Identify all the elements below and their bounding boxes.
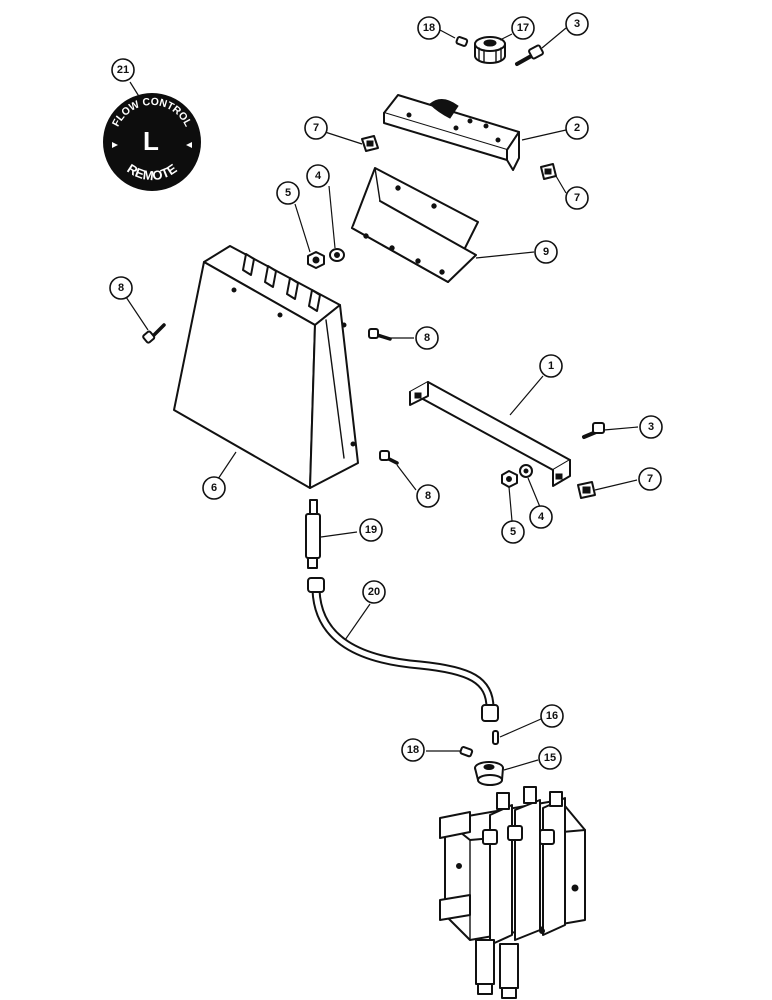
angle-bracket-9	[351, 167, 479, 283]
screw-8-left	[142, 323, 166, 344]
svg-text:15: 15	[544, 752, 556, 764]
svg-text:3: 3	[574, 18, 580, 30]
callout-6: 6	[202, 476, 226, 500]
svg-text:8: 8	[425, 490, 431, 502]
screw-8-middle	[368, 328, 392, 341]
svg-text:16: 16	[546, 710, 558, 722]
svg-text:3: 3	[648, 421, 654, 433]
decal-center-letter: L	[143, 126, 159, 156]
set-screw-18-top	[455, 36, 469, 47]
callout-18-lower: 18	[401, 738, 425, 762]
decal-bottom-text: REMOTE	[125, 161, 180, 184]
svg-text:20: 20	[368, 586, 380, 598]
svg-text:1: 1	[548, 360, 554, 372]
nut-5-lower	[501, 470, 518, 488]
callout-8-left: 8	[109, 276, 133, 300]
svg-text:5: 5	[285, 187, 291, 199]
svg-text:4: 4	[315, 170, 322, 182]
clip-nut-7-lower	[577, 481, 596, 499]
callout-7-right: 7	[565, 186, 589, 210]
svg-text:7: 7	[647, 473, 653, 485]
callout-8-middle: 8	[415, 326, 439, 350]
callout-5-lower: 5	[501, 520, 525, 544]
callout-4-lower: 4	[529, 505, 553, 529]
knob-15	[474, 761, 504, 786]
washer-4-lower	[519, 464, 533, 478]
callout-7-lower: 7	[638, 467, 662, 491]
bar-bracket-1	[409, 381, 571, 487]
svg-text:19: 19	[365, 524, 377, 536]
screw-3-top	[515, 44, 544, 66]
callout-17: 17	[511, 16, 535, 40]
adapter-19	[305, 499, 321, 569]
svg-text:17: 17	[517, 22, 529, 34]
callout-15: 15	[538, 746, 562, 770]
svg-text:4: 4	[538, 511, 545, 523]
nut-5-upper	[307, 251, 325, 269]
callout-20: 20	[362, 580, 386, 604]
callout-7-upper: 7	[304, 116, 328, 140]
clip-nut-7-upper	[361, 135, 379, 152]
svg-text:9: 9	[543, 246, 549, 258]
pin-16	[492, 730, 499, 745]
bracket-2	[383, 94, 520, 171]
svg-text:18: 18	[407, 744, 419, 756]
callout-19: 19	[359, 518, 383, 542]
callout-5-upper: 5	[276, 181, 300, 205]
callout-1: 1	[539, 354, 563, 378]
svg-text:6: 6	[211, 482, 217, 494]
svg-text:8: 8	[118, 282, 124, 294]
svg-text:7: 7	[313, 122, 319, 134]
callout-18-top: 18	[417, 16, 441, 40]
set-screw-18-lower	[459, 746, 474, 758]
svg-text:7: 7	[574, 192, 580, 204]
console-cover-6	[173, 245, 359, 489]
control-valve-assembly	[439, 786, 586, 999]
callout-3-top: 3	[565, 12, 589, 36]
svg-text:8: 8	[424, 332, 430, 344]
callouts: 18 17 3 21 2 7 7 5	[109, 12, 663, 770]
flow-control-remote-decal: FLOW CONTROL REMOTE L	[103, 93, 201, 191]
callout-2: 2	[565, 116, 589, 140]
callout-9: 9	[534, 240, 558, 264]
callout-3-lower: 3	[639, 415, 663, 439]
svg-text:21: 21	[117, 64, 129, 76]
svg-text:18: 18	[423, 22, 435, 34]
washer-4-upper	[329, 248, 345, 262]
svg-text:5: 5	[510, 526, 516, 538]
clip-nut-7-right	[540, 163, 557, 180]
callout-16: 16	[540, 704, 564, 728]
screw-8-lower	[379, 450, 399, 465]
callout-4-upper: 4	[306, 164, 330, 188]
callout-21: 21	[111, 58, 135, 82]
cable-20	[307, 577, 499, 722]
svg-text:2: 2	[574, 122, 580, 134]
screw-3-lower	[582, 422, 605, 439]
callout-8-lower: 8	[416, 484, 440, 508]
knob-17	[474, 36, 506, 64]
leader-lines	[125, 27, 639, 771]
